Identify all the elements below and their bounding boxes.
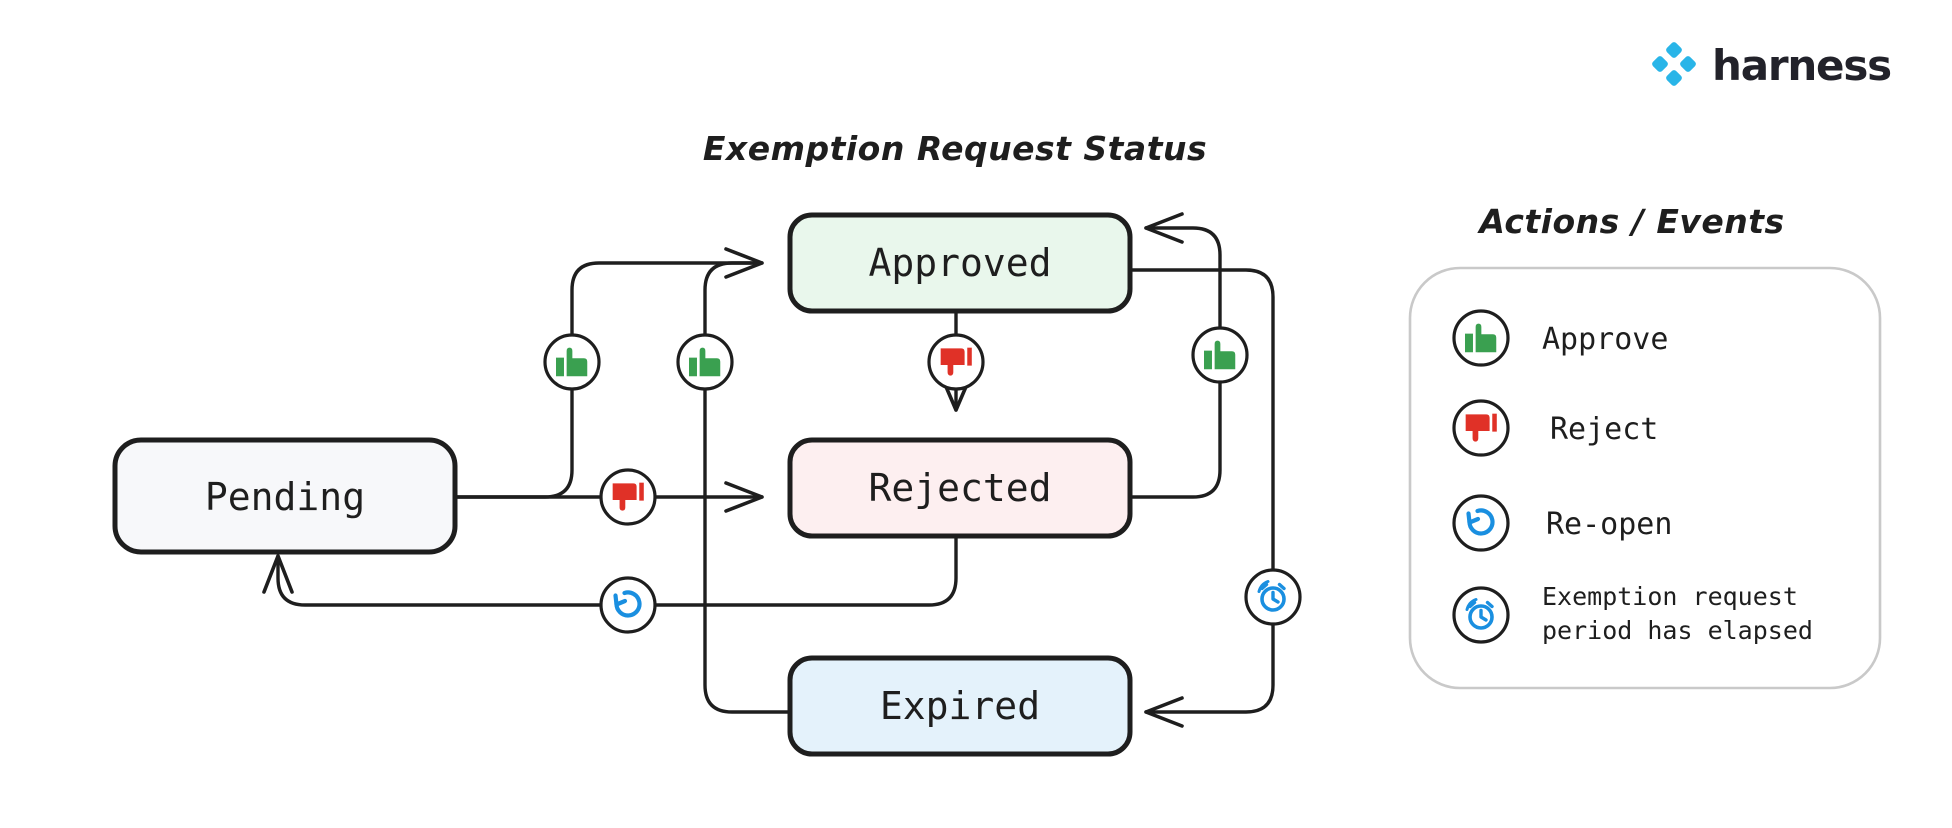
thumbs-up-icon xyxy=(689,347,721,377)
badge-reopen-rejected-pending[interactable] xyxy=(599,576,657,634)
node-expired-label: Expired xyxy=(880,684,1040,728)
thumbs-up-icon xyxy=(1465,323,1497,353)
legend-item-reject[interactable]: Reject xyxy=(1452,399,1658,457)
node-expired[interactable]: Expired xyxy=(787,655,1133,757)
badge-reject-approved-rejected[interactable] xyxy=(927,333,985,391)
thumbs-up-icon xyxy=(1204,340,1236,370)
reopen-icon xyxy=(1466,508,1495,536)
thumbs-up-icon xyxy=(556,347,588,377)
badge-approve-rejected-approved[interactable] xyxy=(1191,326,1249,384)
thumbs-down-icon xyxy=(940,347,972,376)
badge-elapsed-approved-expired[interactable] xyxy=(1244,568,1302,626)
legend-item-elapsed-label-line2: period has elapsed xyxy=(1542,616,1813,645)
node-pending-label: Pending xyxy=(205,475,365,519)
node-rejected[interactable]: Rejected xyxy=(787,437,1133,539)
legend-item-elapsed[interactable]: Exemption request period has elapsed xyxy=(1452,582,1813,645)
diagram-title: Exemption Request Status xyxy=(703,129,1207,168)
edge-expired-to-approved xyxy=(703,261,792,714)
nodes: Pending Approved Rejected Expired xyxy=(112,212,1133,757)
legend: Actions / Events Approve xyxy=(1408,202,1882,690)
badge-approve-expired-approved[interactable] xyxy=(676,333,734,391)
edge-badges xyxy=(543,326,1302,634)
legend-item-approve-label: Approve xyxy=(1542,322,1668,357)
reopen-icon xyxy=(613,590,642,618)
legend-item-approve[interactable]: Approve xyxy=(1452,309,1668,367)
node-approved[interactable]: Approved xyxy=(787,212,1133,314)
thumbs-down-icon xyxy=(1465,413,1497,442)
legend-title: Actions / Events xyxy=(1476,202,1784,241)
node-pending[interactable]: Pending xyxy=(112,437,458,555)
badge-reject-pending-rejected[interactable] xyxy=(599,468,657,526)
harness-logo: harness xyxy=(1650,40,1892,92)
legend-item-reopen[interactable]: Re-open xyxy=(1452,494,1672,552)
legend-panel-background xyxy=(1408,266,1882,690)
alarm-clock-icon xyxy=(1465,598,1494,630)
harness-wordmark: harness xyxy=(1712,41,1892,90)
thumbs-down-icon xyxy=(612,482,644,511)
alarm-clock-icon xyxy=(1257,580,1286,612)
edge-approved-to-expired xyxy=(1128,268,1275,728)
legend-item-reject-label: Reject xyxy=(1550,412,1658,447)
legend-item-elapsed-label-line1: Exemption request xyxy=(1542,582,1798,611)
legend-item-reopen-label: Re-open xyxy=(1546,507,1672,542)
badge-approve-pending-approved[interactable] xyxy=(543,333,601,391)
node-approved-label: Approved xyxy=(868,241,1051,285)
node-rejected-label: Rejected xyxy=(868,466,1051,510)
harness-diamond-logo-icon xyxy=(1650,40,1698,92)
